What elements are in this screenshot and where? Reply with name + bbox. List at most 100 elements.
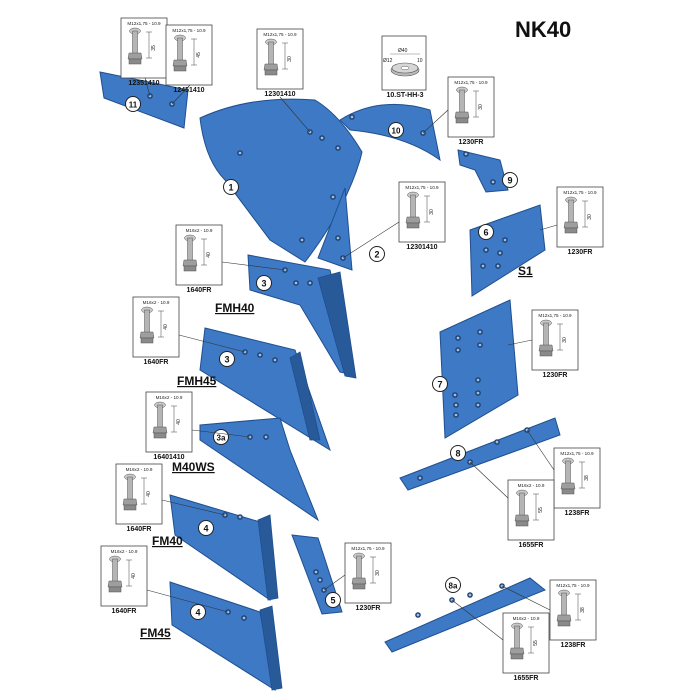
leader-line bbox=[161, 499, 226, 516]
callout-8-base: 8 bbox=[450, 445, 466, 461]
bolt-spec: M12x1,75 - 10.9 bbox=[263, 32, 297, 37]
bolt-length: 40 bbox=[176, 419, 182, 425]
bolt-spec: M12x1,75 - 10.9 bbox=[351, 546, 385, 551]
callout-7-base: 7 bbox=[432, 376, 448, 392]
callout-label: 1 bbox=[228, 183, 233, 193]
callout-label: 2 bbox=[374, 250, 379, 260]
leader-line bbox=[539, 224, 558, 231]
leader-line bbox=[323, 574, 346, 591]
callout-label: 8a bbox=[449, 582, 458, 591]
leader-line bbox=[146, 589, 229, 613]
bolt-length: 55 bbox=[538, 507, 544, 513]
variant-label-s1: S1 bbox=[518, 264, 533, 278]
part-6 bbox=[469, 204, 546, 297]
leader-line bbox=[171, 84, 191, 105]
callout-10-base: 10 bbox=[388, 122, 404, 138]
callout-label: 11 bbox=[129, 101, 138, 110]
bolt-length: 38 bbox=[580, 607, 586, 613]
bolt-spec: M12x1,75 - 10.9 bbox=[172, 28, 206, 33]
bolt-code: 1230FR bbox=[459, 139, 484, 146]
leader-line bbox=[144, 77, 151, 97]
bolt-length: 30 bbox=[287, 56, 293, 62]
washer-box: Ø40 Ø12 10 10.ST-HH-3 bbox=[381, 35, 427, 99]
callout-label: 7 bbox=[437, 380, 442, 390]
callout-6-s1: 6 bbox=[478, 224, 494, 240]
bolt-length: 40 bbox=[131, 573, 137, 579]
bolt-spec: M12x1,75 - 10.9 bbox=[556, 583, 590, 588]
bolt-spec: M12x1,75 - 10.9 bbox=[560, 451, 594, 456]
washer-code: 10.ST-HH-3 bbox=[387, 92, 424, 99]
bolt-spec: M12x1,75 - 10.9 bbox=[127, 21, 161, 26]
bolt-code: 1230FR bbox=[543, 372, 568, 379]
bolt-box-12301410: M12x1,75 - 10.9 30 12301410 bbox=[256, 28, 304, 98]
bolt-spec: M16x2 - 10.9 bbox=[186, 228, 213, 233]
callout-9-base: 9 bbox=[502, 172, 518, 188]
leader-line bbox=[469, 461, 509, 499]
part-9 bbox=[457, 149, 509, 193]
callout-label: 10 bbox=[392, 127, 401, 136]
bolt-code: 1238FR bbox=[565, 510, 590, 517]
leader-line bbox=[501, 585, 551, 611]
variant-label-fm40: FM40 bbox=[152, 534, 183, 548]
bolt-length: 35 bbox=[151, 45, 157, 51]
bolt-code: 1230FR bbox=[568, 249, 593, 256]
part-3-fmh40 bbox=[247, 254, 357, 379]
callout-4-fm45: 4 bbox=[190, 604, 206, 620]
callout-label: 4 bbox=[203, 524, 208, 534]
callout-label: 3 bbox=[224, 355, 229, 365]
washer-inner-dim: Ø12 bbox=[383, 58, 393, 64]
variant-label-m40ws: M40WS bbox=[172, 460, 215, 474]
leader-line bbox=[178, 334, 246, 353]
part-4-fm40 bbox=[169, 494, 279, 602]
callout-3-fmh40: 3 bbox=[256, 275, 272, 291]
washer-height-dim: 10 bbox=[417, 58, 423, 64]
bolt-spec: M16x2 - 10.9 bbox=[156, 395, 183, 400]
bolt-length: 40 bbox=[206, 252, 212, 258]
callout-11-base: 11 bbox=[125, 96, 141, 112]
callout-label: 3a bbox=[217, 434, 226, 443]
callout-label: 6 bbox=[483, 228, 488, 238]
bolt-length: 30 bbox=[587, 214, 593, 220]
part-2 bbox=[317, 187, 353, 271]
part-4-fm45 bbox=[169, 581, 283, 692]
bolt-length: 40 bbox=[146, 491, 152, 497]
bolt-code: 12301410 bbox=[406, 244, 437, 251]
part-3a-m40ws bbox=[199, 417, 320, 522]
callout-label: 4 bbox=[195, 608, 200, 618]
leader-line bbox=[221, 261, 286, 271]
bolt-spec: M12x1,75 - 10.9 bbox=[405, 185, 439, 190]
bolt-code: 1640FR bbox=[187, 287, 212, 294]
bolt-spec: M16x2 - 10.9 bbox=[111, 549, 138, 554]
bolt-code: 1230FR bbox=[356, 605, 381, 612]
part-8a bbox=[384, 577, 546, 653]
leader-line bbox=[191, 429, 251, 438]
callout-1-base: 1 bbox=[223, 179, 239, 195]
bolt-length: 45 bbox=[196, 52, 202, 58]
variant-label-fm45: FM45 bbox=[140, 626, 171, 640]
bolt-box-1640FR: M16x2 - 10.9 40 1640FR bbox=[175, 224, 223, 294]
washer-outer-dim: Ø40 bbox=[398, 48, 408, 54]
diagram-title: NK40 bbox=[515, 17, 571, 42]
bolt-code: 12301410 bbox=[264, 91, 295, 98]
leader-line bbox=[422, 109, 449, 134]
bolt-box-1238FR: M12x1,75 - 10.9 38 1238FR bbox=[553, 447, 601, 517]
callout-label: 9 bbox=[507, 176, 512, 186]
bolt-length: 38 bbox=[584, 475, 590, 481]
callout-2-base: 2 bbox=[369, 246, 385, 262]
bolt-spec: M16x2 - 10.9 bbox=[513, 616, 540, 621]
callout-label: 3 bbox=[261, 279, 266, 289]
